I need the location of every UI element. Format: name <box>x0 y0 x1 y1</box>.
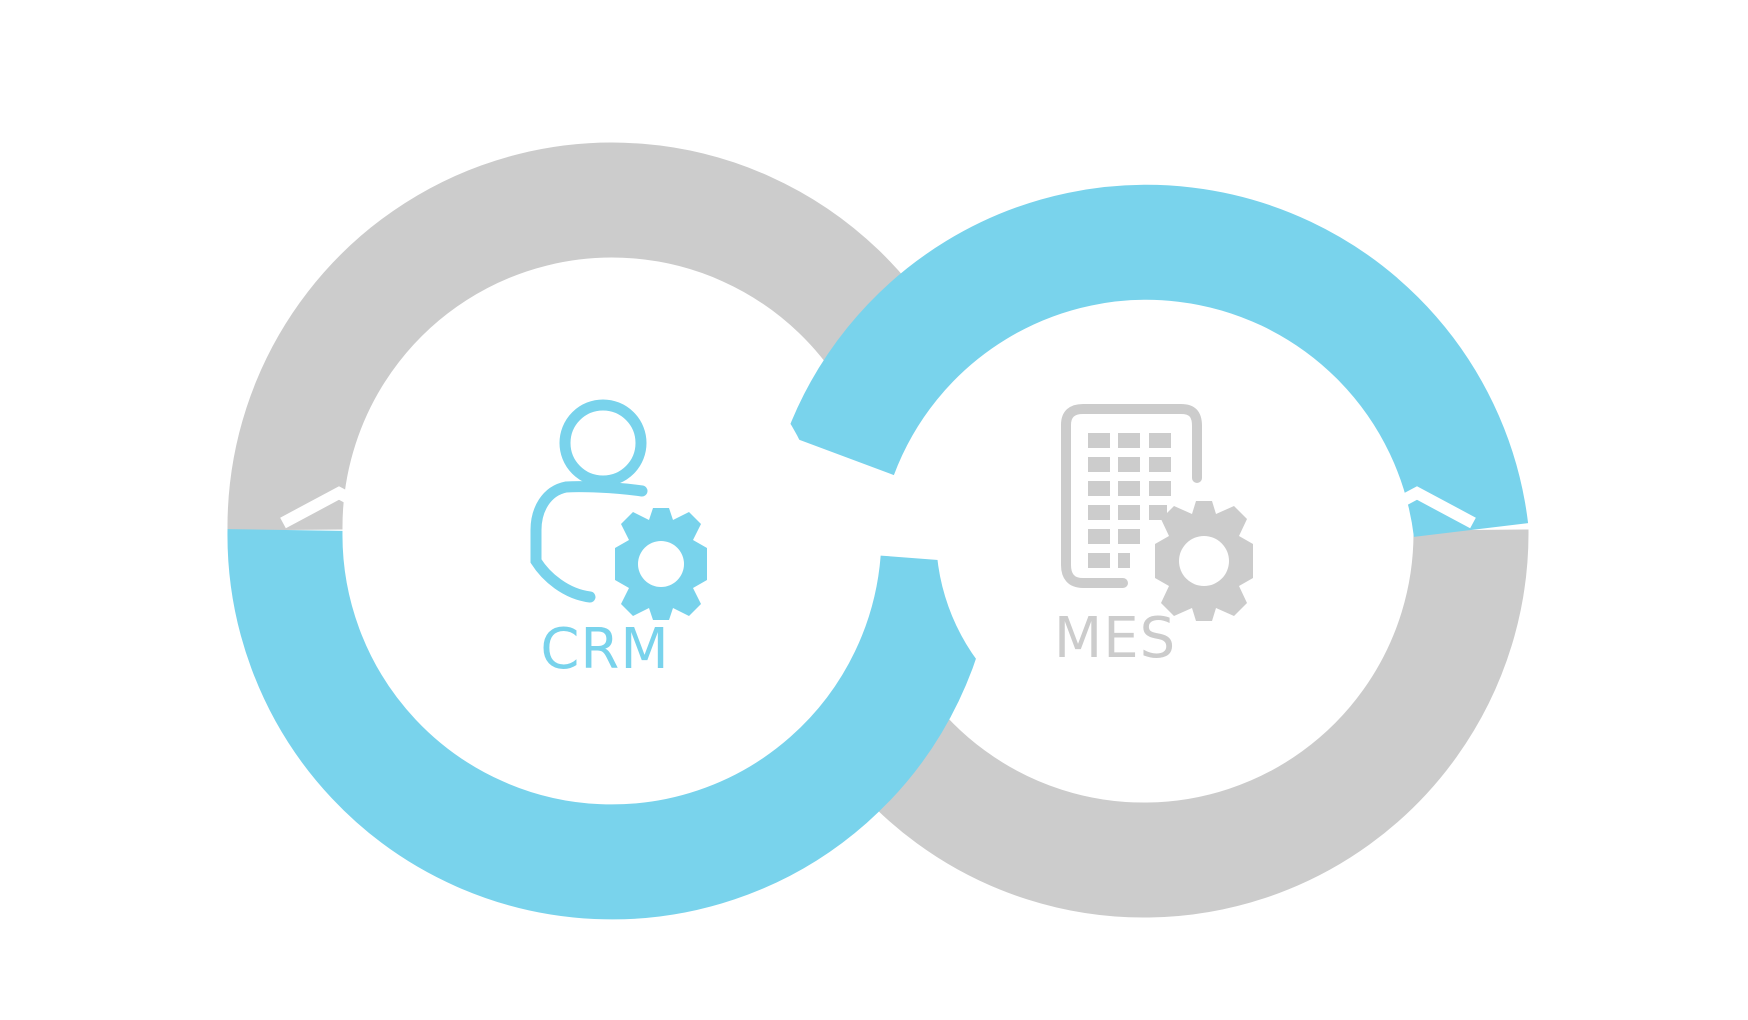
left-loop-top-arc <box>227 142 953 531</box>
mes-node-disc <box>936 323 1360 747</box>
user-gear-icon <box>530 399 707 620</box>
left-loop-bottom-arc <box>227 529 996 920</box>
right-loop-bottom-arc <box>833 529 1529 918</box>
right-loop-top-arc <box>786 184 1529 538</box>
mes-label: MES <box>1054 606 1176 671</box>
right-arrow-chevron <box>1358 486 1476 529</box>
crm-label: CRM <box>540 617 669 682</box>
left-arrow-chevron <box>280 486 398 529</box>
crm-node-disc <box>398 323 822 747</box>
building-gear-icon <box>1061 404 1253 621</box>
